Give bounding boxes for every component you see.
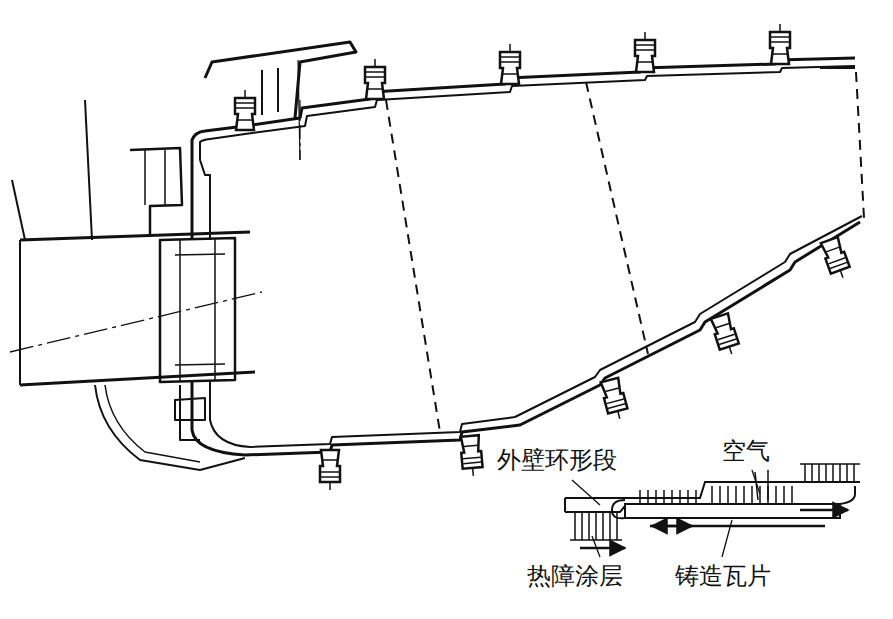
part-label: 外壁环形段 — [495, 446, 619, 474]
illustration-part — [710, 313, 741, 357]
wall-detail-inset — [565, 464, 860, 548]
illustration-part — [299, 100, 300, 160]
illustration-part — [800, 509, 848, 512]
illustration-part — [200, 160, 250, 447]
illustration-part — [12, 100, 92, 240]
illustration-part — [250, 216, 862, 447]
illustration-part — [192, 58, 855, 160]
illustration-part — [95, 385, 245, 470]
illustration-part — [564, 498, 566, 512]
illustration-part — [320, 450, 340, 490]
illustration-part — [580, 547, 625, 550]
part-label: 空气 — [720, 437, 772, 465]
illustration-part — [10, 292, 262, 352]
illustration-part — [105, 385, 200, 462]
illustration-part — [235, 90, 255, 130]
illustration-part — [160, 238, 235, 382]
illustration-part — [262, 68, 278, 115]
part-label: 热障涂层 — [525, 562, 625, 590]
illustration-part — [298, 60, 300, 160]
illustration-part — [856, 72, 864, 218]
illustration-part — [175, 385, 205, 440]
illustration-part — [565, 506, 625, 512]
illustration-part — [840, 486, 855, 504]
illustration-part — [770, 24, 790, 64]
illustration-part — [192, 160, 245, 455]
illustration-part — [722, 520, 732, 557]
illustration-part — [600, 377, 630, 421]
illustration-part — [800, 464, 860, 482]
illustration-part — [652, 525, 825, 528]
illustration-part — [130, 148, 182, 235]
bolts — [235, 24, 852, 490]
illustration-part — [640, 486, 792, 504]
illustration-part — [572, 480, 600, 505]
panel-joints — [386, 72, 864, 432]
illustration-part — [586, 82, 648, 354]
illustration-part — [460, 435, 483, 477]
illustration-part — [245, 222, 860, 455]
illustration-part — [820, 237, 852, 281]
illustration-part — [570, 512, 622, 540]
illustration-part — [175, 238, 225, 382]
illustration-part — [635, 32, 655, 72]
illustration-part — [612, 500, 625, 518]
liner-walls — [10, 42, 862, 470]
part-label: 铸造瓦片 — [673, 562, 773, 590]
illustration-part — [145, 150, 165, 205]
illustration-part — [205, 42, 356, 118]
illustration-part — [752, 470, 760, 494]
leader-lines — [572, 470, 760, 557]
illustration-part — [592, 536, 600, 557]
illustration-part — [19, 240, 21, 385]
illustration-part — [20, 232, 255, 385]
illustration-part — [365, 59, 385, 99]
illustration-part — [820, 67, 855, 69]
illustration-part — [386, 100, 440, 432]
illustration-part — [500, 44, 520, 84]
